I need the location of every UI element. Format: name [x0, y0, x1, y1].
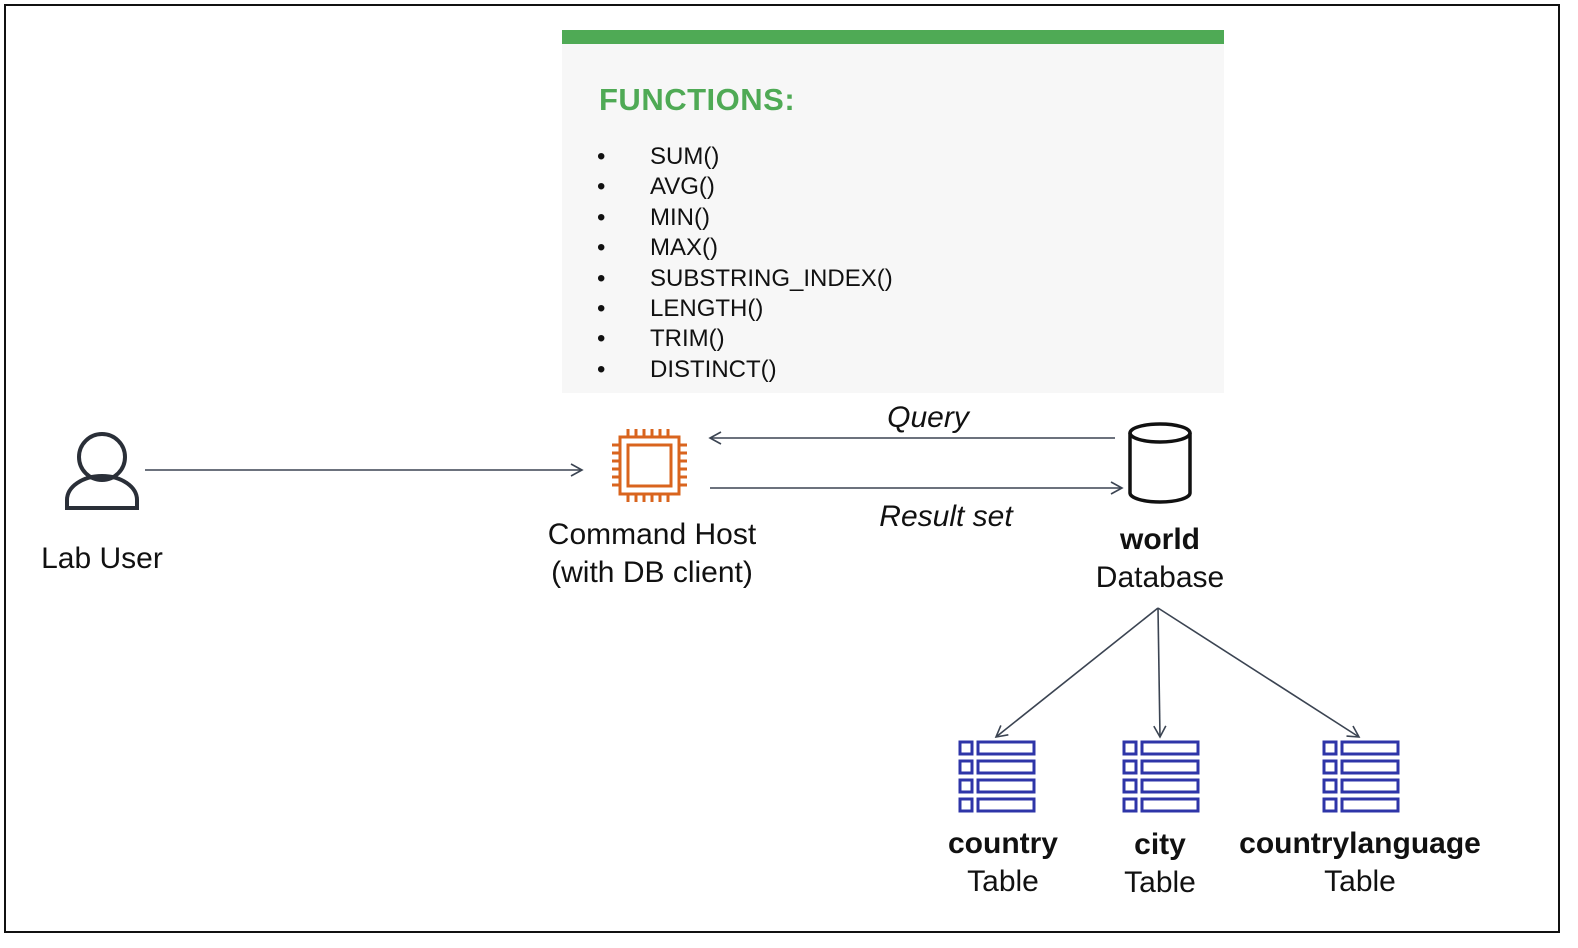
command-host-label: Command Host (with DB client)	[522, 516, 782, 592]
bullet: •	[597, 264, 606, 292]
function-name: DISTINCT()	[650, 355, 777, 383]
countrylanguage-table-label: countrylanguage Table	[1220, 825, 1500, 901]
functions-header-bar	[562, 30, 1224, 44]
function-name: MIN()	[650, 203, 710, 231]
arrow-to-countrylanguage	[1157, 607, 1361, 738]
functions-title: FUNCTIONS:	[599, 82, 796, 117]
function-name: AVG()	[650, 173, 715, 201]
table-name: city	[1134, 828, 1186, 861]
bullet: •	[597, 203, 606, 231]
database-label: world Database	[1070, 521, 1250, 597]
arrow-to-city	[1153, 607, 1167, 739]
table-icon	[958, 740, 1036, 813]
function-name: SUBSTRING_INDEX()	[650, 264, 893, 292]
city-table-label: city Table	[1090, 826, 1230, 902]
lab-user-label: Lab User	[41, 542, 163, 575]
function-name: MAX()	[650, 234, 718, 262]
chip-icon	[612, 429, 687, 502]
bullet: •	[597, 355, 606, 383]
function-name: SUM()	[650, 143, 720, 170]
table-type: Table	[1124, 866, 1196, 899]
table-name: countrylanguage	[1239, 827, 1481, 860]
bullet: •	[597, 143, 606, 170]
bullet: •	[597, 173, 606, 201]
table-icon	[1322, 740, 1400, 813]
function-name: TRIM()	[650, 325, 725, 353]
command-host-line2: (with DB client)	[551, 556, 753, 589]
result-set-label: Result set	[879, 500, 1013, 533]
database-cylinder-icon	[1128, 422, 1192, 504]
functions-panel: FUNCTIONS: • SUM() • AVG() • MIN() • MAX() •…	[562, 30, 1224, 393]
query-label: Query	[887, 401, 969, 434]
database-name: world	[1120, 523, 1200, 556]
bullet: •	[597, 294, 606, 322]
bullet: •	[597, 234, 606, 262]
database-type: Database	[1095, 561, 1225, 594]
bullet: •	[597, 325, 606, 353]
table-name: country	[947, 827, 1058, 860]
function-name: LENGTH()	[650, 294, 764, 322]
diagram-frame	[4, 4, 1560, 933]
command-host-line1: Command Host	[547, 518, 757, 551]
country-table-label: country Table	[923, 825, 1083, 901]
table-type: Table	[1324, 865, 1396, 898]
table-icon	[1122, 740, 1200, 813]
user-icon	[65, 432, 139, 510]
table-type: Table	[967, 865, 1039, 898]
arrow-to-country	[994, 607, 1159, 739]
